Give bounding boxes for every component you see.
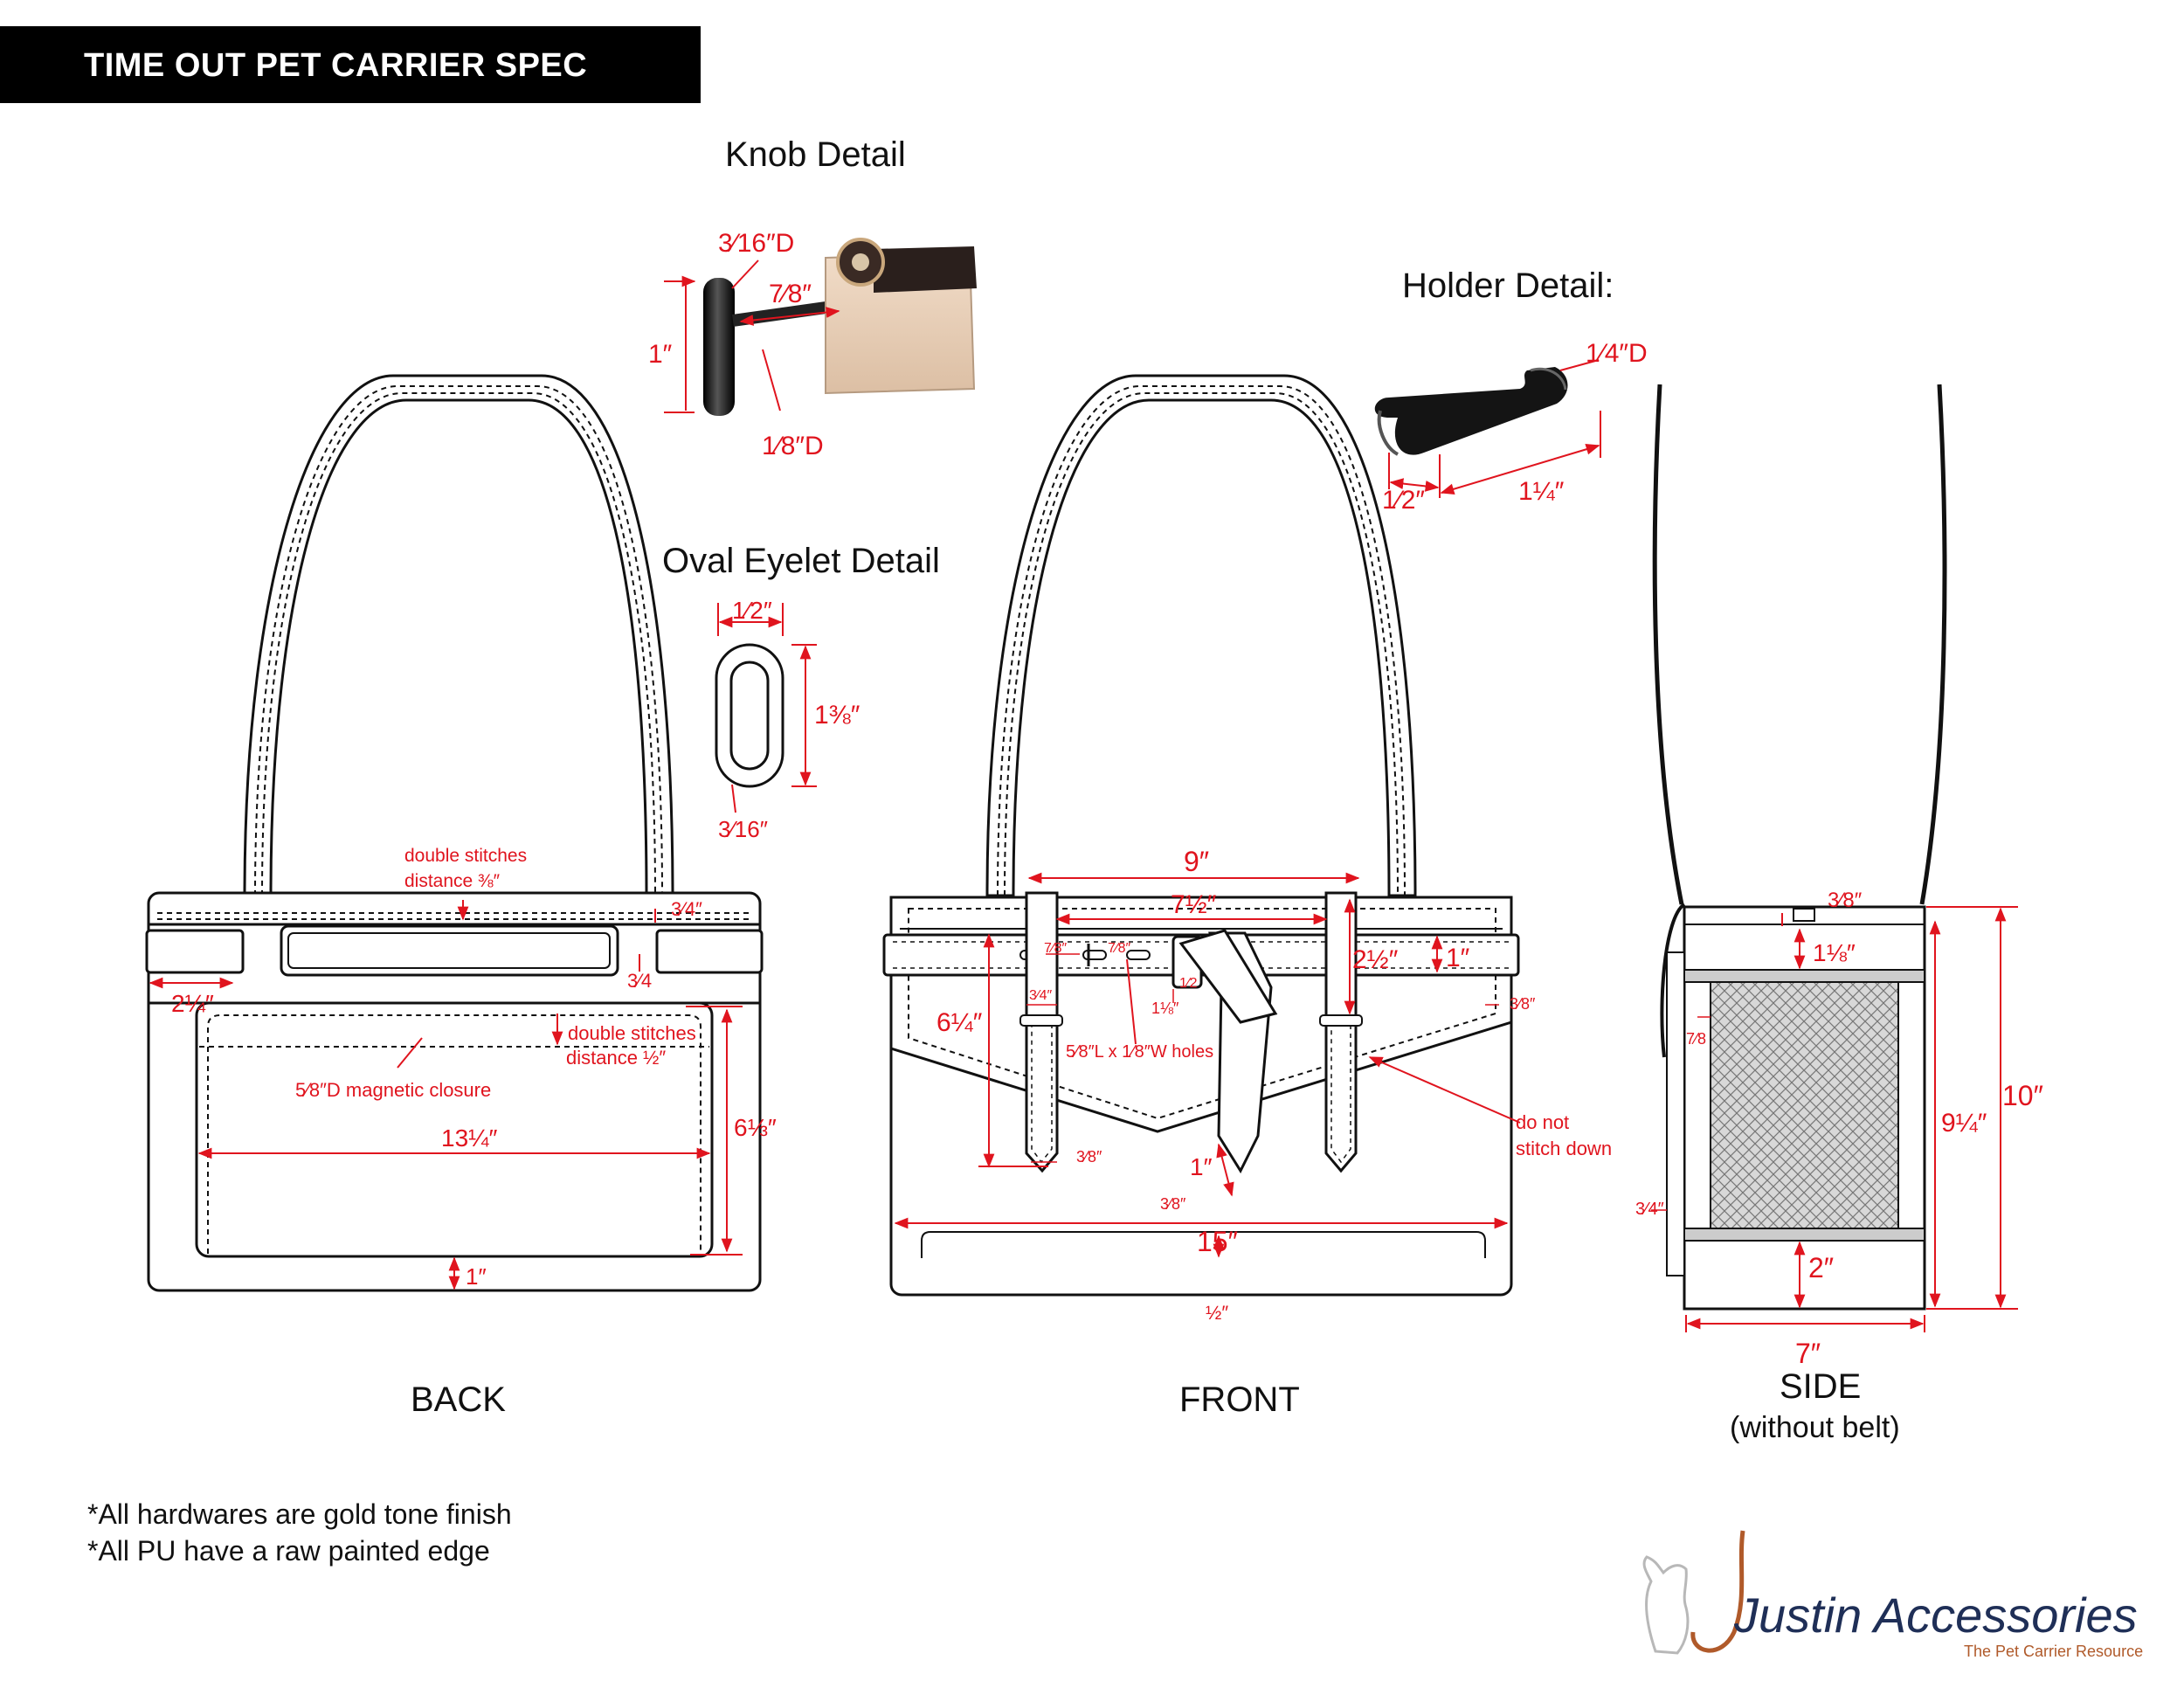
side-frame-dim: 7⁄8 [1686, 1030, 1706, 1048]
back-view: double stitches distance ⅜″ 3⁄4″ 3⁄4 2¼″… [145, 374, 777, 1419]
knob-stem-length-dim: 7⁄8″ [769, 280, 812, 308]
back-end-dim: 2¼″ [171, 990, 214, 1017]
side-strap-right [1919, 384, 1947, 905]
page-title: TIME OUT PET CARRIER SPEC [84, 47, 588, 84]
side-buckle-tab [1666, 951, 1685, 1276]
front-tab-length-dim: 6¼″ [936, 1008, 983, 1037]
eyelet-height-dim: 1⅜″ [814, 701, 860, 730]
back-pocket-stitch-note: double stitches [568, 1022, 696, 1044]
hole-spacing-dim: 7⁄8″ [1044, 941, 1067, 956]
front-view-label: FRONT [1179, 1380, 1300, 1419]
back-stitch-note: distance ⅜″ [404, 871, 501, 891]
footnote-hardware: *All hardwares are gold tone finish [87, 1498, 512, 1530]
magnetic-closure-note: 5⁄8″D magnetic closure [295, 1079, 491, 1101]
back-pocket-height-dim: 6⅓″ [734, 1114, 777, 1141]
front-tab-right [1324, 891, 1358, 1173]
front-width-dim: 15″ [1197, 1226, 1238, 1257]
front-tab-spacing-dim: 9″ [1184, 846, 1209, 877]
brand-name: Justin Accessories [1733, 1588, 2138, 1643]
do-not-stitch-note: do not [1516, 1111, 1569, 1133]
back-pocket-stitch-note: distance ½″ [566, 1047, 666, 1069]
knob-detail: Knob Detail 1″ 3⁄16″D 7⁄8″ 1⁄8″D [648, 135, 977, 460]
side-view-label: SIDE [1780, 1367, 1861, 1406]
front-tab-top-dim: 2½″ [1352, 945, 1399, 974]
side-width-dim: 7″ [1795, 1338, 1821, 1369]
front-belt-width-dim: 1″ [1446, 944, 1470, 972]
knob-height-dim: 1″ [648, 340, 673, 369]
holder-diameter-dim: 1⁄4″D [1586, 339, 1648, 368]
knob-detail-heading: Knob Detail [725, 135, 906, 174]
oval-eyelet-detail: Oval Eyelet Detail 1⁄2″ 1⅜″ 3⁄16″ [662, 542, 940, 842]
do-not-stitch-note: stitch down [1516, 1138, 1612, 1159]
buckle-width-dim: 1⁄2 [1179, 976, 1198, 991]
logo-swash [1690, 1530, 1745, 1653]
front-bottom-dim: ½″ [1206, 1302, 1228, 1324]
tail-width-dim: 1″ [1190, 1153, 1213, 1180]
brand-tagline: The Pet Carrier Resource [1964, 1643, 2143, 1660]
knob-stem-diameter-dim: 1⁄8″D [762, 432, 824, 460]
side-top-dim: 3⁄8″ [1828, 889, 1863, 912]
side-view-sublabel: (without belt) [1730, 1411, 1900, 1444]
back-gap-dim: 3⁄4 [627, 970, 652, 992]
brand-logo: Justin Accessories The Pet Carrier Resou… [1642, 1530, 2143, 1660]
knob-bar [703, 278, 735, 416]
back-pocket-width-dim: 13¼″ [441, 1124, 497, 1152]
side-mesh-window [1710, 981, 1899, 1229]
dog-silhouette-icon [1642, 1555, 1690, 1655]
side-view: 3⁄8″ 1⅛″ 7⁄8 9¼″ 10″ 3⁄4″ 2″ 7″ SIDE (wi… [1635, 384, 2043, 1444]
footnote-edge: *All PU have a raw painted edge [87, 1535, 490, 1567]
holder-length-dim: 1¼″ [1518, 477, 1565, 506]
tab-width-dim: 3⁄4″ [1029, 988, 1052, 1003]
back-stitch-note: double stitches [404, 846, 527, 866]
back-belt-segment [655, 929, 764, 974]
eyelet-thickness-dim: 3⁄16″ [718, 816, 768, 842]
back-bottom-dim: 1″ [466, 1263, 487, 1290]
buckle-height-dim: 1⅛″ [1151, 1000, 1179, 1017]
holder-bar [1374, 367, 1568, 455]
tail-tip-dim: 3⁄8″ [1160, 1195, 1186, 1213]
eyelet-detail-heading: Oval Eyelet Detail [662, 542, 940, 580]
eyelet-width-dim: 1⁄2″ [732, 597, 772, 624]
hole-spacing-dim: 7⁄8″ [1108, 941, 1130, 956]
holder-detail-heading: Holder Detail: [1402, 266, 1614, 305]
side-total-height-dim: 10″ [2002, 1080, 2043, 1111]
front-view: 9″ 7½″ 2½″ 1″ 6¼″ 7⁄8″ 7⁄8″ 3⁄4″ 1⅛″ 1⁄2… [882, 374, 1612, 1419]
side-strap-left [1652, 384, 1684, 905]
back-band-dim: 3⁄4″ [671, 898, 702, 920]
title-bar: TIME OUT PET CARRIER SPEC [0, 26, 701, 103]
front-inner-spacing-dim: 7½″ [1171, 890, 1217, 919]
holder-width-dim: 1⁄2″ [1382, 486, 1425, 515]
back-pocket [195, 1001, 714, 1258]
knob-diameter-dim: 3⁄16″D [718, 229, 794, 258]
side-tab-dim: 3⁄4″ [1635, 1200, 1664, 1219]
holes-note: 5⁄8″L x 1⁄8″W holes [1066, 1042, 1213, 1062]
strap-end [874, 246, 977, 293]
side-inner-height-dim: 9¼″ [1941, 1109, 1987, 1138]
back-belt-segment [145, 929, 245, 974]
side-band-dim: 1⅛″ [1813, 939, 1856, 966]
back-view-label: BACK [411, 1380, 506, 1419]
eyelet-inner [729, 661, 770, 771]
front-handle [985, 374, 1417, 897]
side-bottom-dim: 2″ [1808, 1252, 1834, 1283]
flap-edge-dim: 3⁄8″ [1510, 995, 1536, 1013]
back-handle [243, 374, 674, 897]
holder-detail: Holder Detail: 1⁄2″ 1¼″ 1⁄4″D [1374, 266, 1648, 515]
tab-tip-dim: 3⁄8″ [1076, 1148, 1102, 1166]
